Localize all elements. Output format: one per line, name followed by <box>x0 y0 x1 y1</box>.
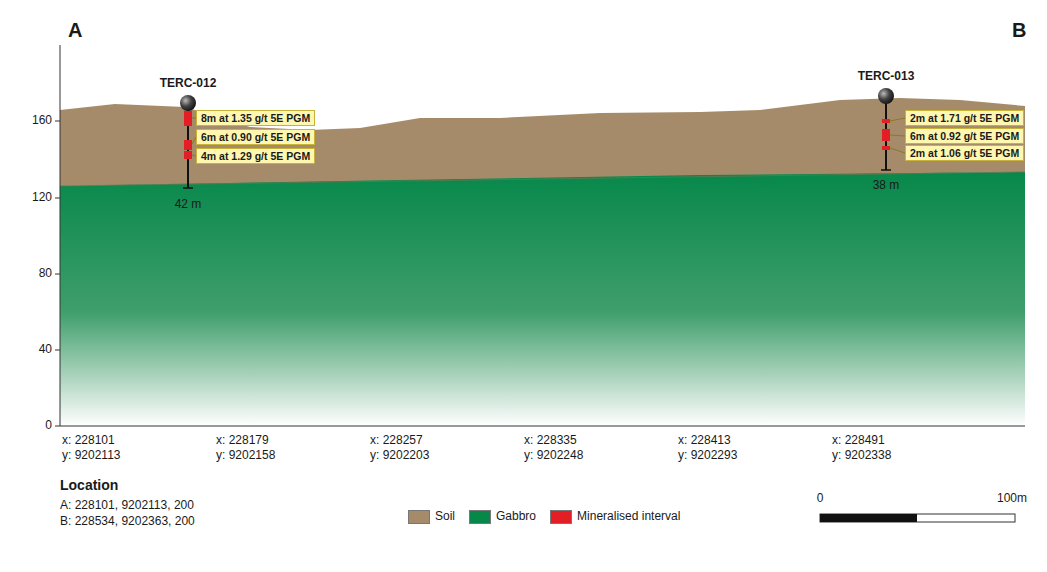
location-coords: B: 228534, 9202363, 200 <box>60 515 195 529</box>
easting: x: 228335 <box>524 434 577 448</box>
section-end: A <box>68 19 82 42</box>
assay-text: 2m at 1.06 g/t 5E PGM <box>910 147 1019 159</box>
easting: x: 228179 <box>216 434 269 448</box>
soil-layer <box>60 98 1025 186</box>
northing: y: 9202113 <box>62 449 121 463</box>
assay-callout: 4m at 1.29 g/t 5E PGM <box>196 148 315 164</box>
gabbro-layer <box>60 172 1025 426</box>
legend-text: Mineralised interval <box>577 510 680 524</box>
hole-depth: 42 m <box>175 198 202 212</box>
axis-tick: 0 <box>45 419 52 433</box>
location-coords: A: 228101, 9202113, 200 <box>60 499 194 513</box>
axes <box>55 45 1025 426</box>
axis-tick: 80 <box>39 267 52 281</box>
legend-text: Soil <box>435 510 455 524</box>
northing: y: 9202248 <box>524 449 583 463</box>
section-end: B <box>1012 19 1026 42</box>
northing: y: 9202158 <box>216 449 275 463</box>
assay-callout: 6m at 0.92 g/t 5E PGM <box>905 128 1024 144</box>
northing: y: 9202338 <box>832 449 891 463</box>
location-heading: Location <box>60 477 118 493</box>
scale-value: 0 <box>817 492 824 506</box>
assay-text: 6m at 0.92 g/t 5E PGM <box>910 130 1019 142</box>
axis-tick: 160 <box>32 114 52 128</box>
easting: x: 228413 <box>678 434 731 448</box>
assay-text: 2m at 1.71 g/t 5E PGM <box>910 112 1019 124</box>
scale-bar <box>820 514 1015 522</box>
easting: x: 228101 <box>62 434 115 448</box>
legend-swatch <box>550 510 572 524</box>
drill-hole <box>878 88 905 170</box>
axis-tick: 40 <box>39 343 52 357</box>
assay-text: 8m at 1.35 g/t 5E PGM <box>201 112 310 124</box>
assay-callout: 2m at 1.71 g/t 5E PGM <box>905 110 1024 126</box>
northing: y: 9202203 <box>370 449 429 463</box>
assay-text: 4m at 1.29 g/t 5E PGM <box>201 150 310 162</box>
easting: x: 228491 <box>832 434 885 448</box>
assay-callout: 6m at 0.90 g/t 5E PGM <box>196 129 315 145</box>
hole-depth: 38 m <box>873 179 900 193</box>
northing: y: 9202293 <box>678 449 737 463</box>
drill-hole <box>180 95 196 188</box>
legend-text: Gabbro <box>496 510 536 524</box>
easting: x: 228257 <box>370 434 423 448</box>
legend-swatch <box>469 510 491 524</box>
legend-swatch <box>408 510 430 524</box>
assay-callout: 8m at 1.35 g/t 5E PGM <box>196 110 315 126</box>
scale-value: 100m <box>997 492 1027 506</box>
assay-callout: 2m at 1.06 g/t 5E PGM <box>905 145 1024 161</box>
hole-id: TERC-013 <box>858 70 915 84</box>
axis-tick: 120 <box>32 191 52 205</box>
assay-text: 6m at 0.90 g/t 5E PGM <box>201 131 310 143</box>
hole-id: TERC-012 <box>160 77 217 91</box>
